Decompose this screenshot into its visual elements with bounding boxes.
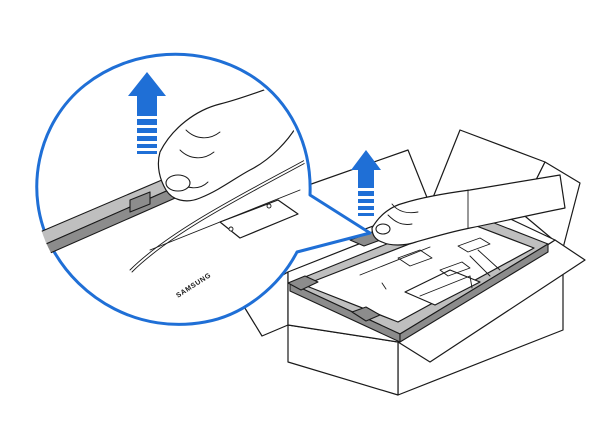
- callout-hand-knuckle: [179, 149, 215, 159]
- hand-thumb: [375, 223, 391, 235]
- callout-hand-knuckle2: [185, 129, 221, 139]
- callout-vesa-plate: [219, 199, 299, 239]
- hand-knuckle-line: [391, 203, 419, 214]
- hand-lifting-monitor: [371, 174, 566, 246]
- frame-corner-left: [287, 275, 319, 291]
- callout-curve-line2: [131, 161, 307, 273]
- monitor-port-strip: [419, 275, 471, 297]
- frame-right-edge: [399, 243, 549, 343]
- hand-finger-line: [387, 214, 413, 225]
- monitor-stand-hinge: [404, 269, 481, 306]
- monitor-stand-joint: [439, 261, 471, 277]
- callout-thumb: [165, 174, 191, 192]
- hand-icon: [371, 174, 566, 246]
- frame-corner-bottom: [351, 306, 381, 322]
- monitor-seam: [359, 246, 431, 276]
- callout-screw-hole-2: [266, 203, 272, 209]
- callout-hand-icon: [157, 85, 301, 202]
- monitor-stand-top: [457, 237, 491, 253]
- monitor-vesa-plate: [397, 249, 433, 267]
- callout-screw-hole-1: [228, 226, 234, 232]
- monitor-stand-line: [469, 255, 491, 277]
- monitor-slot: [381, 282, 387, 290]
- arrow-up-icon: [351, 150, 381, 216]
- monitor-stand-line2: [477, 249, 501, 271]
- callout-curve-line: [129, 159, 306, 271]
- monitor-in-frame: [287, 206, 549, 343]
- magnifier-callout: SAMSUNG: [35, 52, 372, 326]
- callout-frame-notch: [129, 191, 151, 213]
- monitor-port-edge: [469, 275, 473, 289]
- callout-arrow-up-icon: [128, 72, 166, 154]
